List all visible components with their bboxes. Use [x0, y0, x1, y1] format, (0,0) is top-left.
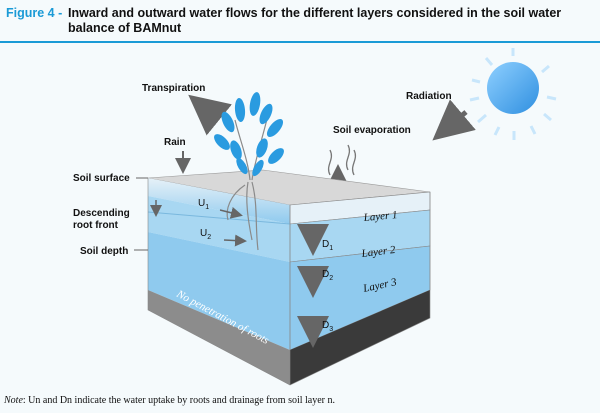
sun-icon	[469, 48, 557, 140]
figure-label: Figure 4 -	[6, 6, 63, 20]
layer3-front	[148, 232, 290, 350]
layer2-label: Layer 2	[360, 244, 397, 260]
layer1-label: Layer 1	[362, 209, 398, 224]
descending-root-front-label-1: Descending	[73, 208, 130, 219]
base-front	[148, 290, 290, 385]
u1-label: U1	[198, 198, 209, 211]
transpiration-arrow	[188, 94, 232, 136]
figure-title: Inward and outward water flows for the d…	[68, 6, 562, 35]
block-outlines	[147, 178, 431, 386]
d3-label: D3	[322, 320, 333, 333]
d2-label: D2	[322, 269, 333, 282]
soil-evaporation-label: Soil evaporation	[333, 125, 411, 136]
descending-root-front-label-2: root front	[73, 220, 119, 231]
root-front-line	[147, 211, 291, 225]
rain-label: Rain	[164, 137, 186, 148]
plant-icon	[214, 92, 284, 251]
base-side	[290, 290, 430, 385]
figure-note: Note: Un and Dn indicate the water uptak…	[4, 395, 335, 406]
uptake-u2-arrow	[223, 234, 247, 247]
figure-header: Figure 4 - Inward and outward water flow…	[0, 0, 600, 40]
evaporation-wisps	[327, 144, 357, 176]
d1-label: D1	[322, 239, 333, 252]
layer2-front	[148, 196, 290, 262]
soil-water-diagram: Radiation Transpiration Rain Soil evapor…	[73, 48, 557, 386]
radiation-label: Radiation	[406, 91, 452, 102]
layer1-front	[148, 178, 290, 224]
note-text: : Un and Dn indicate the water uptake by…	[22, 395, 336, 406]
soil-surface-label: Soil surface	[73, 173, 130, 184]
soil-depth-label: Soil depth	[80, 246, 128, 257]
header-rule	[0, 41, 600, 43]
note-label: Note	[4, 395, 23, 406]
radiation-arrow	[432, 99, 476, 141]
transpiration-label: Transpiration	[142, 83, 205, 94]
u2-label: U2	[200, 228, 211, 241]
uptake-u1-arrow	[219, 206, 243, 219]
